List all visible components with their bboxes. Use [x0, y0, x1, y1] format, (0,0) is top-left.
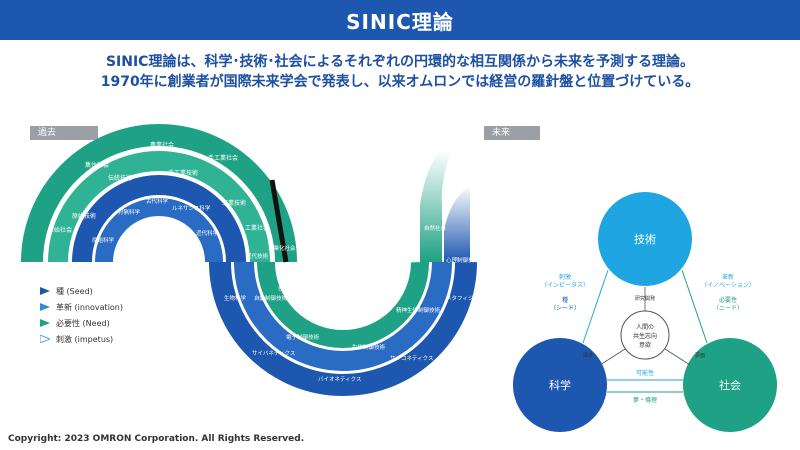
tech-label: 技術 — [634, 233, 656, 246]
label-psych-control-tech: 心理制御技術 — [446, 256, 480, 264]
label-modern-science: 近代科学 — [196, 229, 219, 237]
science-label: 科学 — [549, 378, 571, 392]
label-traditional-tech: 伝統技術 — [108, 174, 132, 182]
seed-arrow-icon — [40, 287, 50, 295]
core-band-blue — [95, 198, 223, 263]
page-title: SINIC理論 — [346, 9, 454, 34]
past-tag: 過去 — [30, 126, 98, 140]
tech-science-line — [582, 269, 609, 344]
science-circle — [513, 338, 607, 432]
description: SINIC理論は、科学･技術･社会によるそれぞれの円環的な相互関係から未来を予測… — [0, 52, 800, 92]
future-rise-green — [420, 150, 452, 262]
legend-item-seed: 種 (Seed) — [40, 283, 123, 299]
label-information-society: 情報化社会 — [330, 317, 355, 324]
description-line-2: 1970年に創業者が国際未来学会で発表し、以来オムロンでは経営の羅針盤と位置づけ… — [100, 74, 700, 90]
label-optimized-society: 最適化社会 — [374, 295, 399, 302]
label-automated-society: 自動化社会 — [278, 285, 303, 292]
lower-arc — [209, 261, 477, 396]
label-ancient-science: 古代科学 — [146, 197, 169, 205]
label-clan-society: 集住社会 — [85, 161, 109, 169]
label-cybernetics: サイバネティクス — [252, 350, 295, 357]
tech-circle — [598, 192, 692, 286]
innovation-label-2: （イノベーション） — [701, 282, 755, 289]
label-industrial-tech: 工業技術 — [222, 199, 246, 207]
label-primitive-science: 原始科学 — [92, 236, 115, 244]
label-agricultural-society: 農業社会 — [150, 141, 174, 149]
dream-label: 夢面 — [695, 352, 705, 359]
legend-item-innovation: 革新 (innovation) — [40, 299, 123, 315]
label-industrialized-society: 工業化社会 — [268, 244, 296, 252]
label-handicraft-tech: 手工業技術 — [168, 169, 198, 177]
dream-ethics-label: 夢・倫理 — [633, 396, 657, 404]
legend-label-seed: 種 (Seed) — [56, 286, 93, 296]
lower-inner-band — [257, 261, 429, 348]
need-label-2: （ニード） — [713, 305, 743, 312]
need-arrow-icon — [40, 319, 50, 327]
center-label-1: 人間の — [636, 324, 654, 331]
seed-label-1: 種 — [562, 296, 568, 304]
future-tag: 未来 — [484, 126, 540, 140]
innovation-label-1: 革新 — [722, 273, 734, 281]
label-psychonetics: サイコネティクス — [390, 355, 434, 362]
legend: 種 (Seed) 革新 (innovation) 必要性 (Need) 刺激 (… — [40, 283, 123, 347]
future-rise-blue — [444, 185, 470, 262]
legend-label-need: 必要性 (Need) — [56, 318, 110, 328]
middle-band-green — [48, 151, 270, 263]
tech-society-line — [681, 269, 708, 344]
label-autonomous-society: 自律社会 — [398, 256, 421, 264]
lower-middle-band — [234, 261, 452, 371]
society-circle — [683, 338, 777, 432]
label-modern-tech: 近代技術 — [246, 252, 269, 260]
impetus-label-2: （インピータス） — [541, 281, 589, 289]
label-handicraft-society: 手工業社会 — [208, 154, 238, 162]
legend-item-impetus: 刺激 (impetus) — [40, 331, 123, 347]
lower-outer-band — [209, 261, 477, 396]
label-electronic-control-tech: 電子制御技術 — [286, 333, 320, 341]
triad-diagram: 技術 科学 社会 人間の 共生志向 意欲 刺激 （インピータス） 種 （シード）… — [513, 192, 777, 432]
need-label-1: 必要性 — [719, 296, 737, 304]
label-psycho-bio-control-tech: 精神生体制御技術 — [396, 306, 441, 314]
center-society-line — [664, 348, 691, 366]
seed-label-2: （シード） — [550, 305, 580, 312]
label-natural-society: 自然社会 — [424, 224, 447, 232]
legend-item-need: 必要性 (Need) — [40, 315, 123, 331]
label-industrial-society: 工業社会 — [245, 224, 269, 232]
label-primitive-society: 原始社会 — [48, 226, 72, 234]
research-label: 研究開発 — [635, 295, 655, 302]
impetus-label-1: 刺激 — [559, 273, 571, 281]
explore-label: 探求 — [583, 352, 593, 359]
label-primitive-tech: 原始技術 — [72, 212, 96, 220]
impetus-arrow-icon — [40, 335, 50, 343]
label-bio-control-tech: 生体制御技術 — [352, 343, 386, 351]
center-label-3: 意欲 — [639, 341, 651, 349]
label-metaphysical-netics: メタフィジカルネティクス — [446, 294, 511, 302]
title-bar: SINIC理論 — [0, 0, 800, 40]
society-label: 社会 — [719, 378, 741, 392]
copyright: Copyright: 2023 OMRON Corporation. All R… — [8, 434, 305, 444]
outer-band-green — [21, 124, 297, 263]
label-bionetics: バイオネティクス — [318, 376, 362, 383]
label-auto-control-tech: 自動制御技術 — [254, 294, 288, 302]
present-marker — [269, 179, 289, 263]
innovation-arrow-icon — [40, 303, 50, 311]
legend-label-innovation: 革新 (innovation) — [56, 302, 124, 312]
label-bio-science: 生物科学 — [224, 294, 247, 302]
possibility-label: 可能性 — [636, 369, 654, 377]
label-renaissance-science: ルネサンス科学 — [172, 204, 211, 212]
center-science-line — [599, 348, 626, 366]
center-label-2: 共生志向 — [633, 332, 657, 340]
upper-arc — [21, 124, 297, 263]
inner-band-blue — [72, 175, 246, 263]
label-hunting-science: 狩猟科学 — [118, 208, 141, 216]
legend-label-impetus: 刺激 (impetus) — [56, 334, 114, 344]
description-line-1: SINIC理論は、科学･技術･社会によるそれぞれの円環的な相互関係から未来を予測… — [105, 54, 695, 70]
